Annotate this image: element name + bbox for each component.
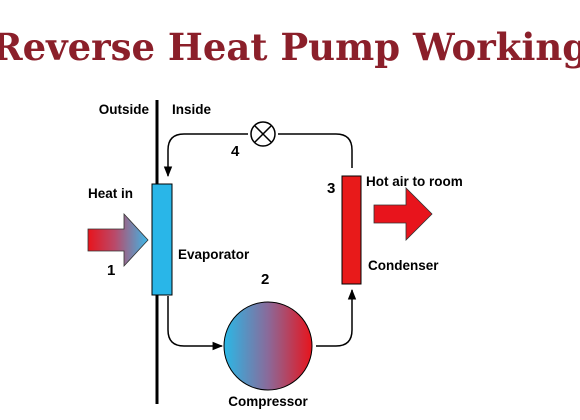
step-2: 2 — [261, 271, 269, 288]
outside-label: Outside — [99, 102, 150, 117]
hot-air-label: Hot air to room — [366, 174, 463, 189]
evaporator-coil — [151, 183, 173, 296]
pipe-evaporator-to-compressor — [167, 296, 224, 351]
heat-in-arrow-icon — [87, 212, 149, 268]
pipe-condenser-to-valve — [278, 133, 353, 168]
step-1: 1 — [107, 262, 115, 279]
step-4: 4 — [231, 143, 240, 160]
pipe-valve-to-evaporator — [163, 133, 248, 178]
inside-label: Inside — [172, 102, 212, 117]
hot-air-arrow-icon — [373, 187, 433, 241]
compressor-label: Compressor — [228, 394, 308, 409]
page-title: Reverse Heat Pump Working — [0, 25, 580, 69]
evaporator-label: Evaporator — [178, 247, 250, 262]
pipe-compressor-to-condenser — [316, 288, 357, 347]
condenser-coil — [341, 175, 362, 285]
compressor — [223, 301, 313, 391]
expansion-valve-icon — [250, 121, 276, 147]
heat-in-label: Heat in — [88, 186, 133, 201]
condenser-label: Condenser — [368, 258, 439, 273]
step-3: 3 — [327, 180, 335, 197]
